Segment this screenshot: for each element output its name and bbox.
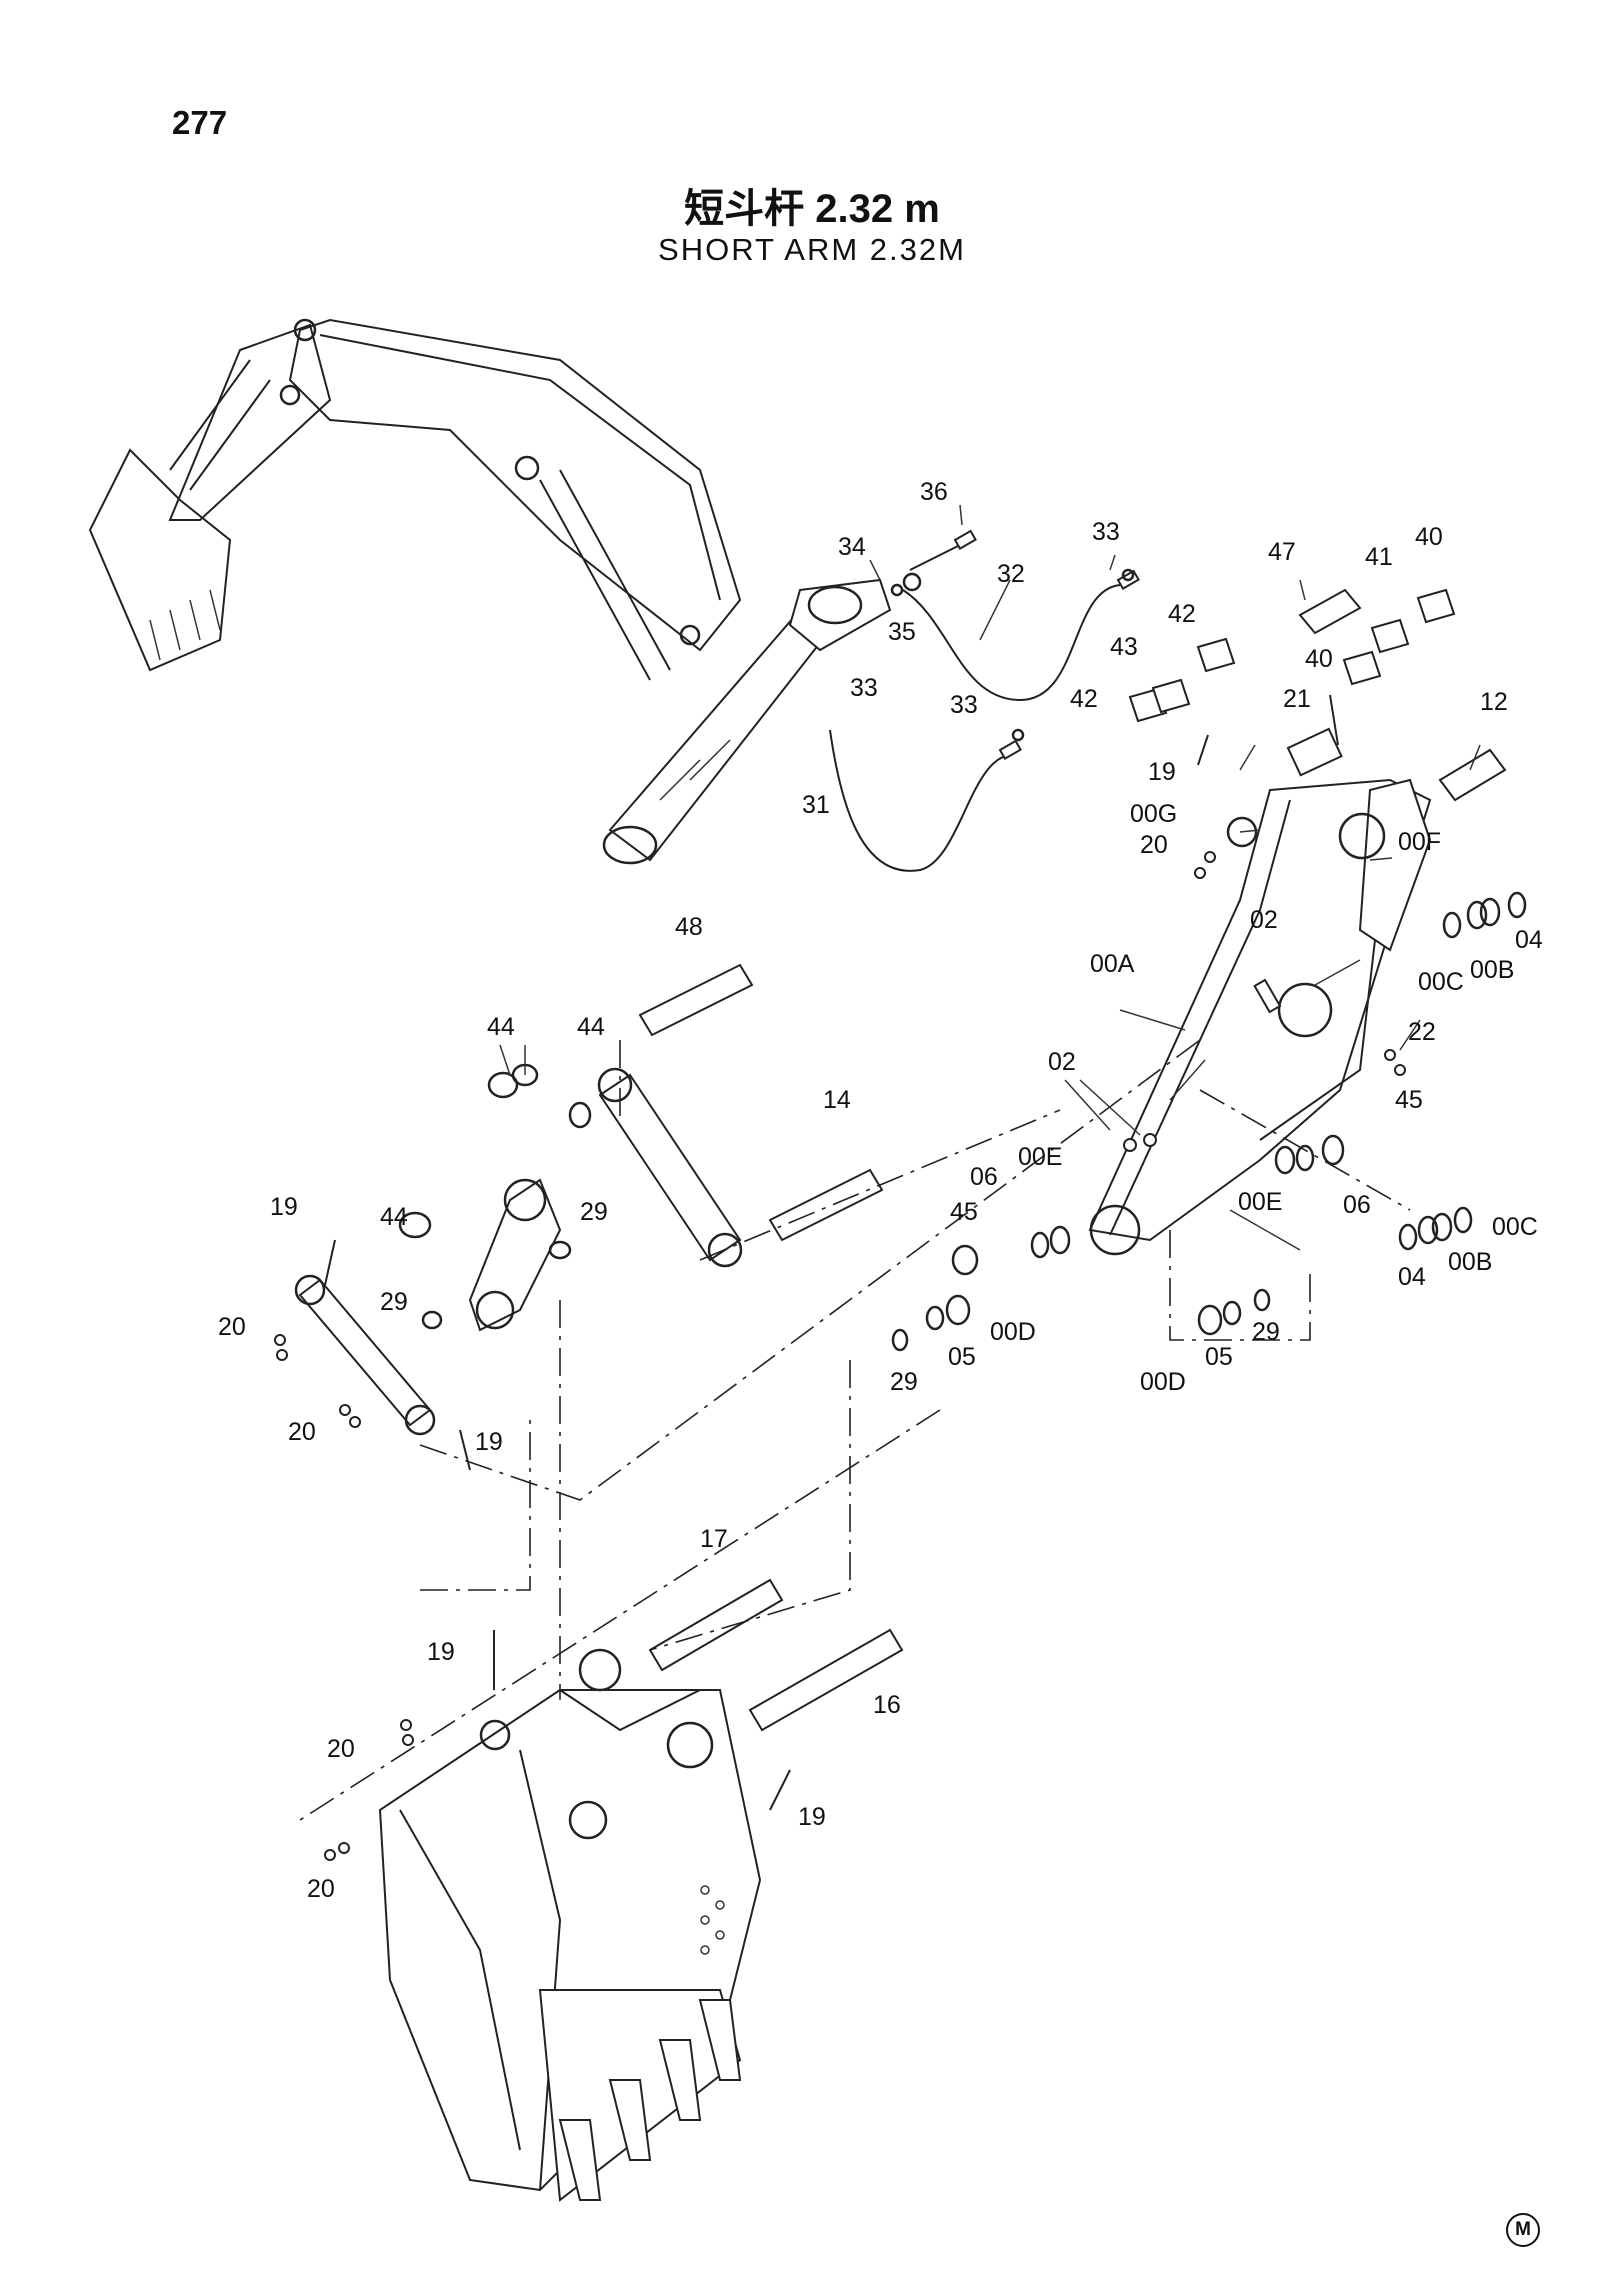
callout-label: 19 — [1148, 758, 1176, 786]
bucket-cylinder-assembly — [602, 529, 1140, 872]
callout-label: 48 — [675, 913, 703, 941]
callout-label: 00F — [1398, 828, 1441, 856]
callout-label: 17 — [700, 1525, 728, 1553]
callout-label: 44 — [487, 1013, 515, 1041]
callout-label: 44 — [577, 1013, 605, 1041]
callout-label: 45 — [950, 1198, 978, 1226]
callout-label: 06 — [1343, 1191, 1371, 1219]
leader-lines — [499, 504, 1481, 1251]
callout-label: 00E — [1018, 1143, 1062, 1171]
callout-label: 02 — [1048, 1048, 1076, 1076]
callout-label: 00C — [1418, 968, 1464, 996]
callout-label: 42 — [1168, 600, 1196, 628]
callout-label: 40 — [1305, 645, 1333, 673]
callout-label: 35 — [888, 618, 916, 646]
callout-label: 42 — [1070, 685, 1098, 713]
callout-labels: 36 34 33 32 35 47 41 40 43 42 33 33 31 4… — [218, 478, 1543, 1903]
callout-label: 19 — [270, 1193, 298, 1221]
alignment-lines — [299, 1039, 1411, 1821]
bucket-link-assembly — [294, 1063, 743, 1436]
callout-label: 29 — [890, 1368, 918, 1396]
callout-label: 20 — [1140, 831, 1168, 859]
callout-label: 32 — [997, 560, 1025, 588]
callout-label: 00D — [990, 1318, 1036, 1346]
callout-label: 20 — [218, 1313, 246, 1341]
callout-label: 29 — [380, 1288, 408, 1316]
manufacturer-mark: M — [1506, 2213, 1540, 2247]
pins — [638, 963, 904, 1732]
callout-label: 29 — [580, 1198, 608, 1226]
seal-rings — [891, 891, 1527, 1352]
bolts-and-nuts — [274, 694, 1406, 1861]
callout-label: 04 — [1515, 926, 1543, 954]
callout-label: 29 — [1252, 1318, 1280, 1346]
callout-label: 19 — [475, 1428, 503, 1456]
callout-label: 31 — [802, 791, 830, 819]
callout-label: 00D — [1140, 1368, 1186, 1396]
bucket — [378, 1648, 762, 2202]
callout-label: 44 — [380, 1203, 408, 1231]
callout-label: 22 — [1408, 1018, 1436, 1046]
page-title-chinese: 短斗杆 2.32 m — [684, 187, 940, 231]
callout-label: 16 — [873, 1691, 901, 1719]
pins-upper — [1298, 588, 1507, 802]
callout-label: 41 — [1365, 543, 1393, 571]
callout-label: 00B — [1448, 1248, 1492, 1276]
callout-label: 33 — [950, 691, 978, 719]
callout-label: 19 — [427, 1638, 455, 1666]
callout-label: 14 — [823, 1086, 851, 1114]
callout-label: 00G — [1130, 800, 1177, 828]
callout-label: 33 — [850, 674, 878, 702]
callout-label: 00B — [1470, 956, 1514, 984]
callout-label: 06 — [970, 1163, 998, 1191]
callout-label: 00A — [1090, 950, 1135, 978]
callout-label: 33 — [1092, 518, 1120, 546]
callout-label: 00C — [1492, 1213, 1538, 1241]
callout-label: 40 — [1415, 523, 1443, 551]
callout-label: 04 — [1398, 1263, 1426, 1291]
callout-label: 00E — [1238, 1188, 1282, 1216]
callout-label: 20 — [327, 1735, 355, 1763]
callout-label: 47 — [1268, 538, 1296, 566]
callout-label: 20 — [307, 1875, 335, 1903]
callout-label: 45 — [1395, 1086, 1423, 1114]
callout-label: 05 — [948, 1343, 976, 1371]
callout-label: 20 — [288, 1418, 316, 1446]
callout-label: 21 — [1283, 685, 1311, 713]
excavator-overview-sketch — [88, 318, 742, 681]
arm-structure — [1088, 727, 1432, 1256]
callout-label: 34 — [838, 533, 866, 561]
page-title-english: SHORT ARM 2.32M — [658, 232, 966, 267]
page-number: 277 — [172, 104, 228, 141]
callout-label: 43 — [1110, 633, 1138, 661]
callout-label: 12 — [1480, 688, 1508, 716]
shim-plates — [1128, 588, 1456, 723]
callout-label: 02 — [1250, 906, 1278, 934]
callout-label: 05 — [1205, 1343, 1233, 1371]
callout-label: 36 — [920, 478, 948, 506]
callout-label: 19 — [798, 1803, 826, 1831]
